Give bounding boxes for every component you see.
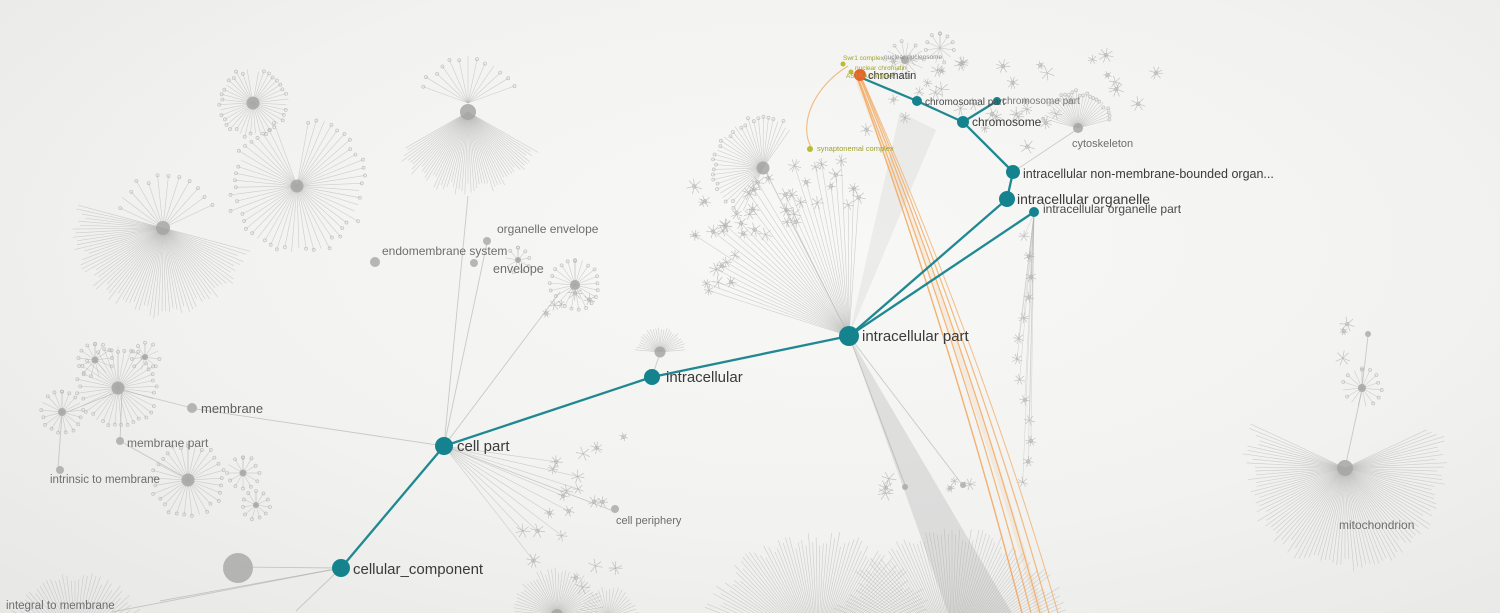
label-envelope[interactable]: envelope	[493, 262, 544, 276]
node-complex-dot-2[interactable]	[848, 69, 854, 75]
orange-highlight-edges	[806, 65, 1059, 613]
node-chromatin[interactable]	[854, 69, 866, 81]
node-intracellular-organelle[interactable]	[999, 191, 1015, 207]
graph-labels: cellular_component cell part intracellular…	[6, 54, 1414, 612]
node-chromosome-part[interactable]	[993, 97, 1001, 105]
label-chromatin[interactable]: chromatin	[868, 70, 916, 82]
label-nuclear-nucleosome[interactable]: nuclear nucleosome	[884, 54, 943, 61]
label-chromosome-part[interactable]: chromosome part	[1002, 96, 1080, 107]
label-cell-part[interactable]: cell part	[457, 438, 510, 455]
label-intracellular-part[interactable]: intracellular part	[862, 328, 970, 345]
node-intracellular-non-membrane-bounded-organelle[interactable]	[1006, 165, 1020, 179]
label-nuclear-chromatin[interactable]: nuclear chromatin	[855, 65, 907, 72]
label-swr1-complex[interactable]: Swr1 complex	[843, 55, 885, 62]
node-chromosome[interactable]	[957, 116, 969, 128]
label-mitochondrion[interactable]: mitochondrion	[1339, 518, 1414, 532]
graph-nodes	[332, 61, 1039, 577]
label-cytoskeleton[interactable]: cytoskeleton	[1072, 138, 1133, 150]
label-intracellular-non-membrane-bounded-organelle[interactable]: intracellular non-membrane-bounded organ…	[1023, 167, 1274, 181]
label-synaptonemal-complex[interactable]: synaptonemal complex	[817, 144, 894, 153]
leaf-glyphs	[515, 47, 1355, 595]
label-membrane[interactable]: membrane	[201, 401, 263, 416]
label-intracellular-organelle[interactable]: intracellular organelle	[1017, 191, 1150, 207]
node-intracellular-part[interactable]	[839, 326, 859, 346]
label-integral-to-membrane[interactable]: integral to membrane	[6, 600, 115, 612]
label-intrinsic-to-membrane[interactable]: intrinsic to membrane	[50, 474, 160, 486]
label-intracellular-organelle-part[interactable]: intracellular organelle part	[1043, 202, 1182, 216]
label-endomembrane-system[interactable]: endomembrane system	[382, 244, 507, 258]
label-cell-periphery[interactable]: cell periphery	[616, 515, 682, 527]
label-cellular-component[interactable]: cellular_component	[353, 561, 484, 578]
label-intracellular[interactable]: intracellular	[666, 369, 743, 386]
node-synaptonemal-complex[interactable]	[807, 146, 813, 152]
label-membrane-part[interactable]: membrane part	[127, 436, 209, 450]
label-chromosomal-part[interactable]: chromosomal part	[925, 97, 1005, 108]
node-intracellular[interactable]	[644, 369, 660, 385]
node-complex-dot-1[interactable]	[840, 61, 846, 67]
label-astra-complex[interactable]: ASTRA complex	[846, 73, 894, 80]
node-cell-part[interactable]	[435, 437, 453, 455]
label-chromosome[interactable]: chromosome	[972, 115, 1042, 129]
node-intracellular-organelle-part[interactable]	[1029, 207, 1039, 217]
cluster-fans	[11, 31, 1448, 613]
node-chromosomal-part[interactable]	[912, 96, 922, 106]
gray-edges	[57, 129, 1369, 613]
label-organelle-envelope[interactable]: organelle envelope	[497, 222, 599, 236]
edge-bundles	[849, 112, 1012, 613]
node-cellular-component[interactable]	[332, 559, 350, 577]
